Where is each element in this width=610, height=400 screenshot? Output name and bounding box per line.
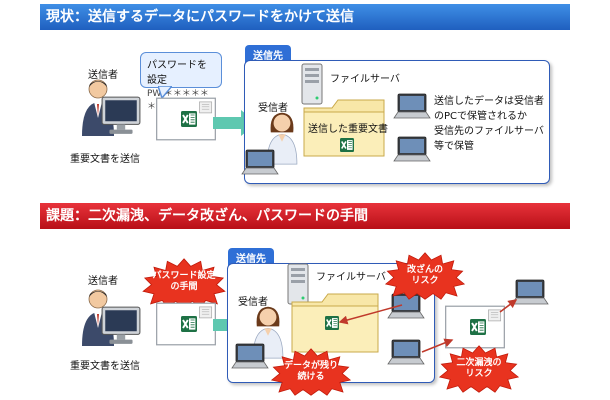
burst-pw-line-1: パスワード設定 [152, 271, 216, 281]
bubble-tail-icon [158, 86, 172, 98]
burst-tamper-text: 改ざんの リスク [394, 265, 456, 287]
burst-leak-line-1: 二次漏洩の [456, 358, 502, 368]
note-line-3: 受信先のファイルサーバ [434, 126, 544, 137]
burst-remain-text: データが残り 続ける [280, 361, 342, 383]
leak-arrow-2 [499, 299, 518, 313]
section2-receiver-label: 受信者 [238, 297, 268, 308]
section2-file-server-label: ファイルサーバ [316, 272, 386, 283]
section1-sender-label: 送信者 [88, 70, 118, 81]
section2-sender-label: 送信者 [88, 276, 118, 287]
note-line-2: のPCで保管されるか [434, 111, 528, 122]
burst-pw-line-2: の手間 [170, 282, 198, 292]
burst-tamper-line-1: 改ざんの [406, 265, 443, 275]
section1-note: 送信したデータは受信者 のPCで保管されるか 受信先のファイルサーバ 等で保管 [434, 94, 544, 154]
note-line-1: 送信したデータは受信者 [434, 96, 544, 107]
section1-sender-caption: 重要文書を送信 [70, 154, 140, 165]
password-bubble: パスワードを設定 PW:＊＊＊＊＊＊ [140, 52, 222, 112]
section1-header: 現状：送信するデータにパスワードをかけて送信 [40, 4, 570, 30]
leak-arrow-1 [421, 338, 454, 353]
burst-leak-line-2: リスク [465, 369, 493, 379]
burst-leak-text: 二次漏洩の リスク [448, 358, 510, 380]
folder-icon [303, 99, 385, 157]
section2-dest-tag: 送信先 [228, 248, 274, 267]
burst-remain-line-2: 続ける [297, 372, 325, 382]
section2-sender-caption: 重要文書を送信 [70, 361, 140, 372]
note-line-4: 等で保管 [434, 141, 474, 152]
burst-password-text: パスワード設定 の手間 [150, 271, 218, 293]
burst-tamper-line-2: リスク [411, 276, 439, 286]
burst-remain-line-1: データが残り [283, 361, 338, 371]
section1-file-server-label: ファイルサーバ [330, 74, 400, 85]
section2-header: 課題：二次漏洩、データ改ざん、パスワードの手間 [40, 203, 570, 229]
section1-folder-label: 送信した重要文書 [308, 124, 388, 135]
tamper-arrow [338, 304, 403, 325]
bubble-title: パスワードを設定 [147, 60, 207, 86]
section1-dest-tag: 送信先 [245, 45, 291, 64]
section1-receiver-label: 受信者 [258, 103, 288, 114]
bubble-pw: PW:＊＊＊＊＊＊ [147, 89, 209, 112]
